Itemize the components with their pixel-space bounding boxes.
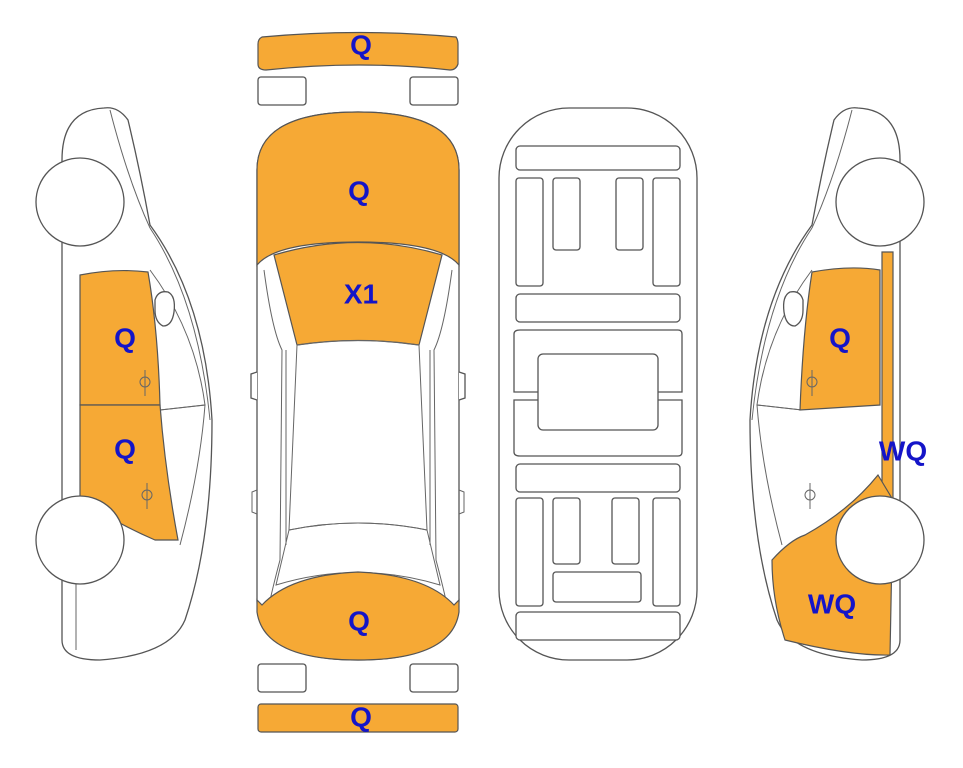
left-front-door-label: Q: [114, 322, 136, 353]
hood-panel[interactable]: [256, 111, 460, 267]
top-view: Q Q X1 Q Q: [250, 29, 466, 733]
left-mirror-side: [154, 291, 176, 327]
left-mirror: [250, 371, 258, 401]
trunk-panel[interactable]: [256, 571, 460, 661]
front-right-light: [409, 76, 459, 106]
left-front-wheel: [35, 157, 125, 247]
underbody-view: [498, 107, 698, 661]
right-rear-wheel: [835, 495, 925, 585]
right-mirror: [458, 371, 466, 401]
trunk-label: Q: [348, 605, 370, 636]
left-side-view: Q Q: [35, 107, 213, 661]
rear-right-light: [409, 663, 459, 693]
right-rear-quarter-label: WQ: [808, 588, 856, 619]
right-front-door-panel[interactable]: [799, 267, 881, 411]
left-rear-wheel: [35, 495, 125, 585]
front-bumper-label: Q: [350, 29, 372, 60]
front-bumper-panel[interactable]: [257, 31, 459, 71]
right-pillar-label: WQ: [879, 435, 927, 466]
right-front-door-label: Q: [829, 322, 851, 353]
right-front-wheel: [835, 157, 925, 247]
windshield-label: X1: [344, 278, 378, 309]
hood-label: Q: [348, 175, 370, 206]
rear-left-light: [257, 663, 307, 693]
left-rear-door-label: Q: [114, 433, 136, 464]
right-side-view: Q WQ WQ: [749, 107, 927, 661]
right-mirror-side: [782, 291, 804, 327]
rear-window: [275, 522, 441, 586]
front-left-light: [257, 76, 307, 106]
rear-bumper-label: Q: [350, 701, 372, 732]
left-front-door-panel[interactable]: [79, 269, 161, 406]
rear-bumper-panel[interactable]: [257, 703, 459, 733]
